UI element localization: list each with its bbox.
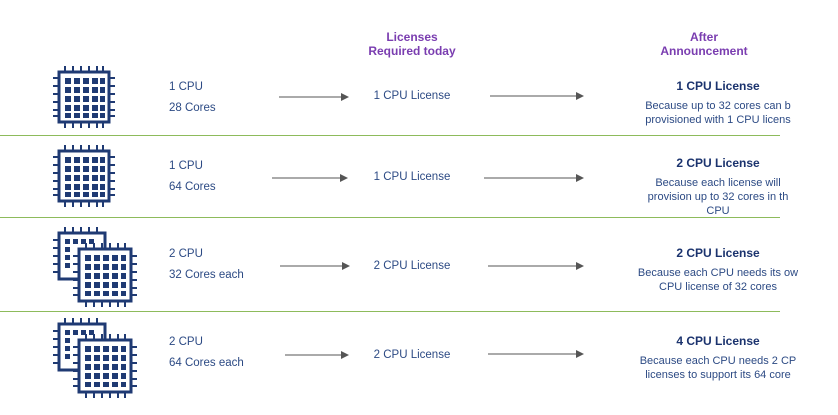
cpu-config: 2 CPU 64 Cores each bbox=[169, 335, 244, 370]
license-today: 2 CPU License bbox=[373, 260, 451, 272]
after-announcement-header: After Announcement bbox=[640, 30, 768, 58]
after-license-title: 2 CPU License bbox=[676, 246, 760, 260]
arrow-right-icon bbox=[285, 351, 349, 359]
cpu-count: 1 CPU bbox=[169, 160, 203, 172]
cpu-count: 2 CPU bbox=[169, 336, 203, 348]
after-license-desc: Because each CPU needs its ow bbox=[637, 267, 799, 279]
cpu-config: 1 CPU 28 Cores bbox=[169, 80, 216, 115]
row-divider bbox=[0, 311, 780, 312]
after-license-desc: Because each CPU needs 2 CP bbox=[639, 355, 797, 367]
cpu-config: 1 CPU 64 Cores bbox=[169, 159, 216, 194]
licenses-required-today-header: Licenses Required today bbox=[350, 30, 474, 58]
after-license-title: 2 CPU License bbox=[676, 156, 760, 170]
after-announcement-cell: 2 CPU License Because each license will … bbox=[598, 156, 838, 218]
after-license-desc: provisioned with 1 CPU licens bbox=[645, 114, 791, 126]
after-license-desc: licenses to support its 64 core bbox=[645, 369, 791, 381]
after-license-desc: provision up to 32 cores in th bbox=[647, 191, 789, 203]
after-license-desc: CPU bbox=[706, 205, 730, 217]
arrow-right-icon bbox=[484, 174, 584, 182]
arrow-right-icon bbox=[488, 350, 584, 358]
arrow-right-icon bbox=[280, 262, 350, 270]
cpu-count: 1 CPU bbox=[169, 81, 203, 93]
cpu-config: 2 CPU 32 Cores each bbox=[169, 247, 244, 282]
cpu-count: 2 CPU bbox=[169, 248, 203, 260]
row-divider bbox=[0, 135, 780, 136]
after-announcement-cell: 2 CPU License Because each CPU needs its… bbox=[598, 246, 838, 294]
core-count: 32 Cores each bbox=[169, 269, 244, 281]
header-line: Announcement bbox=[660, 44, 748, 58]
after-license-desc: Because each license will bbox=[655, 177, 781, 189]
after-license-desc: Because up to 32 cores can b bbox=[645, 100, 791, 112]
arrow-right-icon bbox=[279, 93, 349, 101]
license-today: 1 CPU License bbox=[373, 90, 451, 102]
core-count: 64 Cores bbox=[169, 181, 216, 193]
after-announcement-cell: 1 CPU License Because up to 32 cores can… bbox=[598, 79, 838, 127]
after-license-desc: CPU license of 32 cores bbox=[659, 281, 777, 293]
license-today: 1 CPU License bbox=[373, 171, 451, 183]
after-license-title: 1 CPU License bbox=[676, 79, 760, 93]
after-license-title: 4 CPU License bbox=[676, 334, 760, 348]
license-today: 2 CPU License bbox=[373, 349, 451, 361]
core-count: 64 Cores each bbox=[169, 357, 244, 369]
arrow-right-icon bbox=[488, 262, 584, 270]
arrow-right-icon bbox=[490, 92, 584, 100]
core-count: 28 Cores bbox=[169, 102, 216, 114]
header-line: Required today bbox=[368, 44, 456, 58]
after-announcement-cell: 4 CPU License Because each CPU needs 2 C… bbox=[598, 334, 838, 382]
arrow-right-icon bbox=[272, 174, 348, 182]
header-line: Licenses bbox=[386, 30, 438, 44]
header-line: After bbox=[689, 30, 718, 44]
row-divider bbox=[0, 217, 780, 218]
